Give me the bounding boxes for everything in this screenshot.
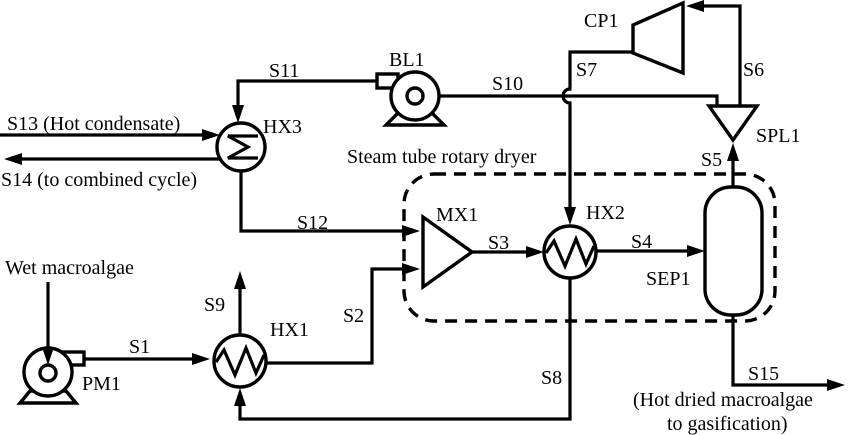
label-dryer-title: Steam tube rotary dryer [347,146,537,168]
arrow-s12-into-mx1 [402,225,420,237]
labels: S13 (Hot condensate) S14 (to combined cy… [1,10,813,435]
label-hx3: HX3 [263,116,302,138]
label-s15: S15 [748,363,779,385]
label-mx1: MX1 [436,204,478,226]
arrow-s11-into-hx3 [232,105,244,123]
stream-s10-line [423,94,719,105]
label-product-line2: to gasification) [667,413,788,435]
stream-lines [0,4,830,421]
hx3-shell-circle [215,121,267,173]
stream-s6-line [700,4,742,106]
arrow-s13-into-hx3 [202,129,220,141]
label-s3: S3 [488,232,509,254]
arrow-wet-feed-into-pm1 [42,347,54,365]
hx1-coil-zigzag [214,343,266,380]
stream-s11-line [236,79,377,107]
pm1-hub-circle [38,363,58,383]
heat-exchanger-hx2-symbol [542,224,598,280]
arrow-s7-into-hx2 [564,207,576,225]
stream-s8-line [238,278,572,421]
label-s6: S6 [743,59,764,81]
label-spl1: SPL1 [756,125,800,147]
label-s7: S7 [576,59,597,81]
label-s11: S11 [269,60,299,82]
label-wet-feed: Wet macroalgae [5,257,134,279]
heat-exchanger-hx1-symbol [212,333,268,389]
dryer-boundary-dashed-box [402,172,777,323]
arrow-s14-out-left [4,153,22,165]
label-s12: S12 [297,212,328,234]
compressor-cp1-symbol [631,0,685,76]
label-product-line1: (Hot dried macroalgae [633,389,813,411]
stream-s12-line [239,171,404,233]
stream-s2-line [266,267,404,365]
label-s10: S10 [492,73,523,95]
hx3-coil-zigzag [227,134,258,160]
arrowheads [4,0,845,406]
splitter-spl1-symbol [705,104,761,143]
label-s5: S5 [701,149,722,171]
label-hx1: HX1 [270,319,309,341]
arrow-s1-into-hx1 [192,353,210,365]
pump-pm1-symbol [16,346,86,405]
arrow-s5-into-spl1 [727,143,739,161]
arrow-s6-into-cp1 [686,0,704,12]
arrow-s2-into-mx1 [402,263,420,275]
label-s1: S1 [129,336,150,358]
label-pm1: PM1 [82,373,121,395]
arrow-s8-into-hx1 [234,388,246,406]
stream-s15-line [731,315,830,387]
bl1-hub-circle [405,86,425,106]
stream-s7-line [561,50,633,208]
label-cp1: CP1 [584,10,618,32]
label-s13-inlet: S13 (Hot condensate) [7,113,180,135]
arrow-s4-into-sep1 [687,245,705,257]
label-s14-outlet: S14 (to combined cycle) [1,169,197,191]
hx2-coil-zigzag [544,234,596,271]
arrow-s9-up [234,271,246,289]
label-s8: S8 [541,367,562,389]
blower-bl1-symbol [375,70,449,127]
label-s4: S4 [631,231,652,253]
label-s9: S9 [204,294,225,316]
arrow-s15-out-right [827,379,845,391]
label-bl1: BL1 [389,49,425,71]
arrow-s3-into-hx2 [526,246,544,258]
heat-exchanger-hx3-symbol [215,121,267,173]
mixer-mx1-symbol [421,213,475,291]
label-hx2: HX2 [586,202,625,224]
label-sep1: SEP1 [646,268,690,290]
label-s2: S2 [343,305,364,327]
separator-sep1-symbol [703,185,764,317]
